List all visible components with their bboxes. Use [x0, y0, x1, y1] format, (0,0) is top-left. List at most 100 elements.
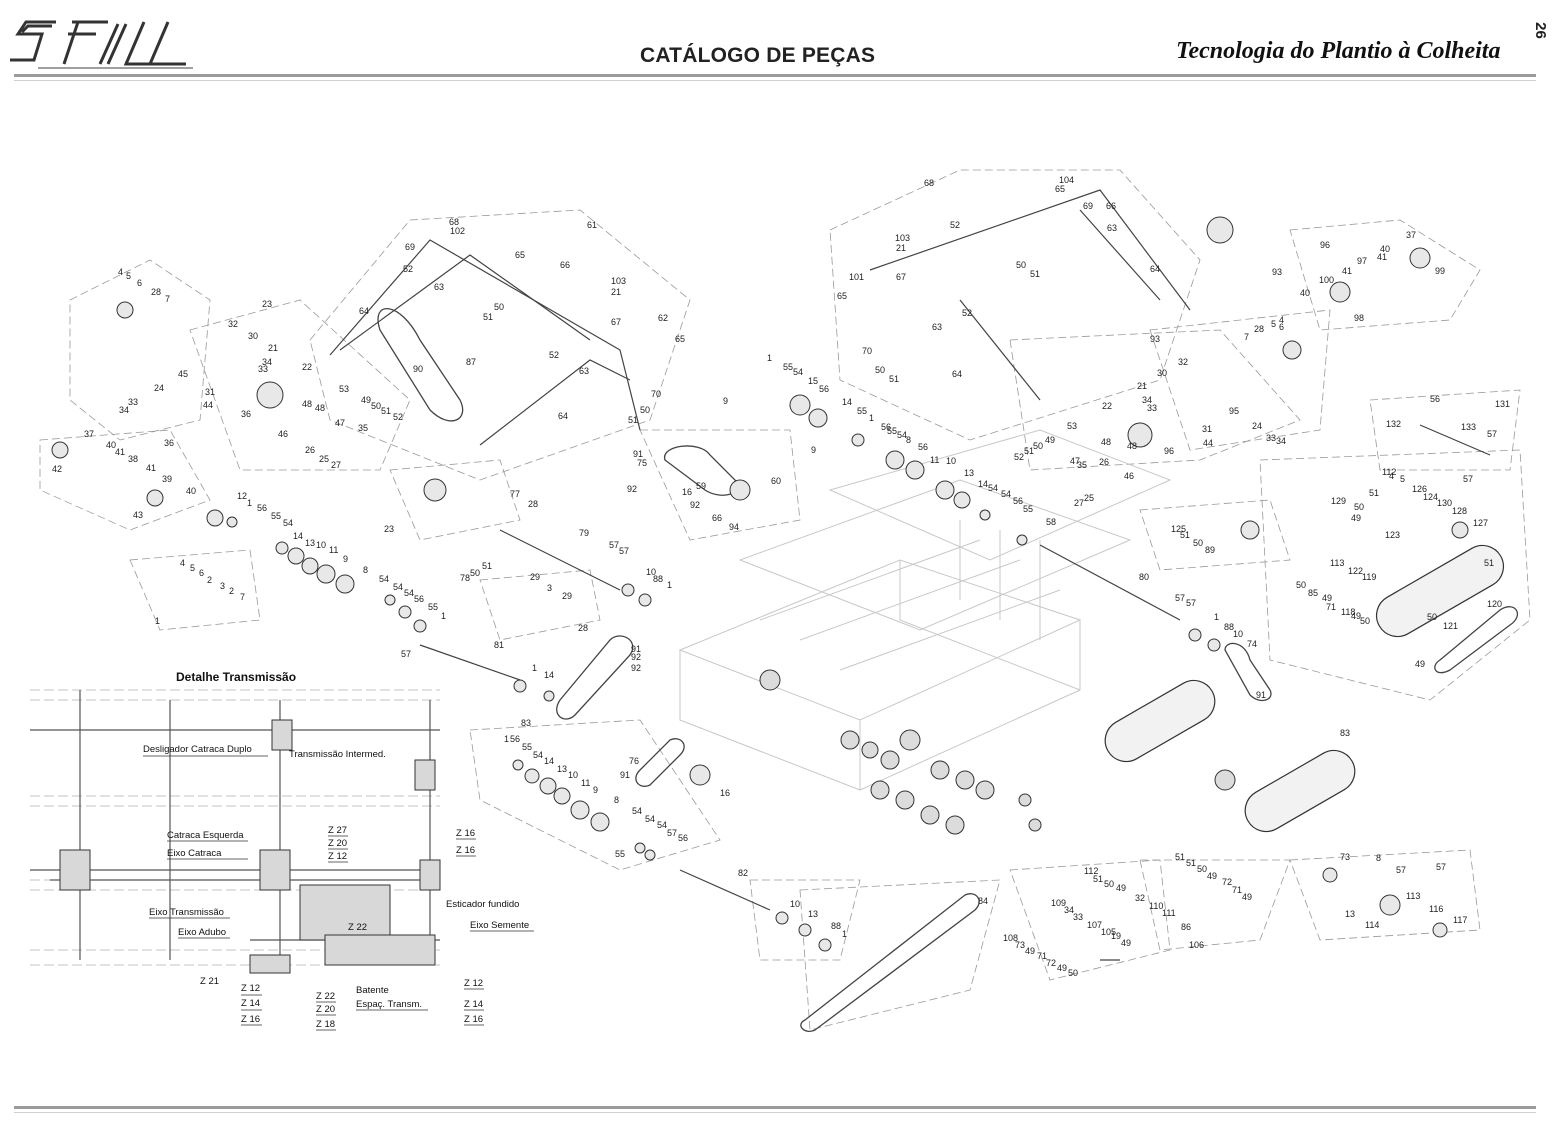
part-callout: 7: [165, 294, 170, 304]
part-callout: 55: [783, 362, 793, 372]
part-callout: 28: [151, 287, 161, 297]
part-callout: 50: [1197, 864, 1207, 874]
part-callout: 38: [128, 454, 138, 464]
part-callout: 49: [1121, 938, 1131, 948]
part-callout: 78: [460, 573, 470, 583]
part-callout: 95: [1229, 406, 1239, 416]
part-callout: 121: [1443, 621, 1458, 631]
part-callout: 65: [837, 291, 847, 301]
part-callout: 56: [881, 422, 891, 432]
part-callout: 34: [1064, 905, 1074, 915]
part-callout: 47: [335, 418, 345, 428]
part-callout: 117: [1453, 915, 1467, 925]
part-callout: 54: [988, 483, 998, 493]
part-callout: 10: [316, 540, 326, 550]
part-callout: 11: [930, 455, 939, 465]
part-callout: 8: [363, 565, 368, 575]
part-callout: 50: [371, 401, 381, 411]
part-callout: 56: [1430, 394, 1440, 404]
part-callout: 64: [1150, 264, 1160, 274]
part-callout: 50: [470, 568, 480, 578]
part-callout: 58: [1046, 517, 1056, 527]
part-callout: 88: [1224, 622, 1234, 632]
part-callout: 100: [1319, 275, 1334, 285]
part-callout: 80: [1139, 572, 1149, 582]
part-callout: 102: [450, 226, 465, 236]
part-callout: 91: [1256, 690, 1266, 700]
part-callout: 90: [413, 364, 423, 374]
label-transmissao-intermed: Transmissão Intermed.: [289, 749, 386, 760]
part-callout: 132: [1386, 419, 1401, 429]
part-callout: 52: [549, 350, 559, 360]
part-callout: 84: [978, 896, 988, 906]
part-callout: 41: [146, 463, 156, 473]
part-callout: 49: [1242, 892, 1252, 902]
label-espac-transm: Espaç. Transm.: [356, 999, 422, 1010]
part-callout: 48: [302, 399, 312, 409]
part-callout: 57: [667, 828, 677, 838]
part-callout: 55: [615, 849, 625, 859]
part-callout: 56: [819, 384, 829, 394]
label-z20-b: Z 20: [316, 1004, 335, 1015]
part-callout: 6: [199, 568, 204, 578]
part-callout: 21: [1137, 381, 1147, 391]
part-callout: 59: [696, 481, 706, 491]
part-callout: 57: [619, 546, 629, 556]
part-callout: 13: [964, 468, 974, 478]
part-callout: 29: [562, 591, 572, 601]
part-callout: 83: [1340, 728, 1350, 738]
part-callout: 82: [738, 868, 748, 878]
part-callout: 27: [331, 460, 341, 470]
part-callout: 2: [229, 586, 234, 596]
label-z16-c: Z 16: [241, 1014, 260, 1025]
part-callout: 122: [1348, 566, 1363, 576]
part-callout: 55: [1023, 504, 1033, 514]
part-callout: 26: [305, 445, 315, 455]
label-eixo-transmissao: Eixo Transmissão: [149, 907, 224, 918]
part-callout: 128: [1452, 506, 1467, 516]
part-callout: 63: [579, 366, 589, 376]
part-callout: 35: [358, 423, 368, 433]
part-callout: 66: [560, 260, 570, 270]
part-callout: 36: [164, 438, 174, 448]
part-callout: 55: [522, 742, 532, 752]
part-callout: 65: [1055, 184, 1065, 194]
part-callout: 13: [557, 764, 567, 774]
part-callout: 91: [631, 644, 641, 654]
part-callout: 49: [1351, 611, 1361, 621]
part-callout: 26: [1099, 457, 1109, 467]
part-callout: 118: [1341, 607, 1355, 617]
part-callout: 6: [137, 278, 142, 288]
part-callout: 45: [178, 369, 188, 379]
part-callout: 52: [403, 264, 413, 274]
part-callout: 1: [441, 611, 446, 621]
part-callout: 72: [1046, 958, 1056, 968]
part-callout: 55: [271, 511, 281, 521]
part-callout: 41: [1342, 266, 1352, 276]
part-callout: 10: [1233, 629, 1243, 639]
part-callout: 51: [381, 406, 391, 416]
part-callout: 46: [1124, 471, 1134, 481]
part-callout: 11: [329, 545, 338, 555]
part-callout: 51: [628, 415, 638, 425]
part-callout: 108: [1003, 933, 1018, 943]
part-callout: 50: [1033, 441, 1043, 451]
part-callout: 51: [1175, 852, 1185, 862]
part-callout: 13: [1345, 909, 1355, 919]
part-callout: 53: [339, 384, 349, 394]
part-callout: 1: [842, 929, 847, 939]
part-callout: 16: [682, 487, 692, 497]
part-callout: 10: [646, 567, 656, 577]
label-z12: Z 12: [328, 851, 347, 862]
label-z27: Z 27: [328, 825, 347, 836]
part-callout: 56: [414, 594, 424, 604]
part-callout: 49: [1025, 946, 1035, 956]
part-callout: 33: [1147, 403, 1157, 413]
part-callout: 54: [645, 814, 655, 824]
part-callout: 9: [593, 785, 598, 795]
part-callout: 57: [1396, 865, 1406, 875]
part-callout: 51: [1180, 530, 1190, 540]
part-callout: 96: [1320, 240, 1330, 250]
part-callout: 6: [1279, 322, 1284, 332]
part-callout: 25: [319, 454, 329, 464]
